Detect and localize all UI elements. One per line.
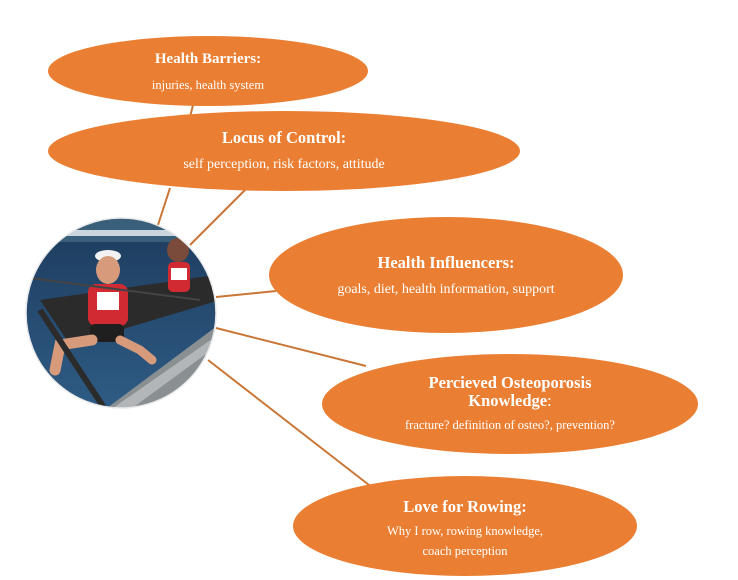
detail-locus-of-control: self perception, risk factors, attitude — [183, 157, 384, 172]
oval-health-influencers — [269, 217, 623, 333]
title-love-for-rowing: Love for Rowing: — [403, 497, 526, 516]
connector-locus-right — [189, 189, 246, 246]
oval-love-for-rowing — [293, 476, 637, 576]
connector-love-for-rowing — [207, 359, 379, 493]
title2-osteoporosis-knowledge: Knowledge: — [468, 391, 551, 410]
title2-suffix: : — [547, 391, 552, 410]
node-locus-of-control: Locus of Control: self perception, risk … — [48, 111, 520, 191]
connectors — [156, 104, 379, 493]
connector-osteoporosis — [215, 327, 367, 367]
detail-osteoporosis-knowledge: fracture? definition of osteo?, preventi… — [405, 418, 615, 432]
oval-osteoporosis-knowledge — [322, 354, 698, 454]
title2-main: Knowledge — [468, 391, 547, 410]
title-locus-of-control: Locus of Control: — [222, 128, 346, 147]
rowing-photo — [26, 218, 216, 408]
node-osteoporosis-knowledge: Percieved Osteoporosis Knowledge: fractu… — [322, 354, 698, 454]
title-health-influencers: Health Influencers: — [377, 253, 514, 272]
node-health-barriers: Health Barriers: injuries, health system — [48, 36, 368, 106]
detail-love-for-rowing-line2: coach perception — [422, 544, 508, 558]
detail-health-barriers: injuries, health system — [152, 78, 264, 92]
oval-health-barriers — [48, 36, 368, 106]
title-health-barriers: Health Barriers: — [155, 51, 261, 67]
node-love-for-rowing: Love for Rowing: Why I row, rowing knowl… — [293, 476, 637, 576]
detail-love-for-rowing-line1: Why I row, rowing knowledge, — [387, 524, 543, 538]
connector-locus-left — [156, 187, 171, 229]
node-health-influencers: Health Influencers: goals, diet, health … — [269, 217, 623, 333]
title-osteoporosis-knowledge: Percieved Osteoporosis — [429, 373, 593, 392]
detail-health-influencers: goals, diet, health information, support — [337, 282, 554, 297]
photo-frame — [25, 217, 217, 409]
connector-health-influencers — [215, 290, 277, 298]
oval-locus-of-control — [48, 111, 520, 191]
